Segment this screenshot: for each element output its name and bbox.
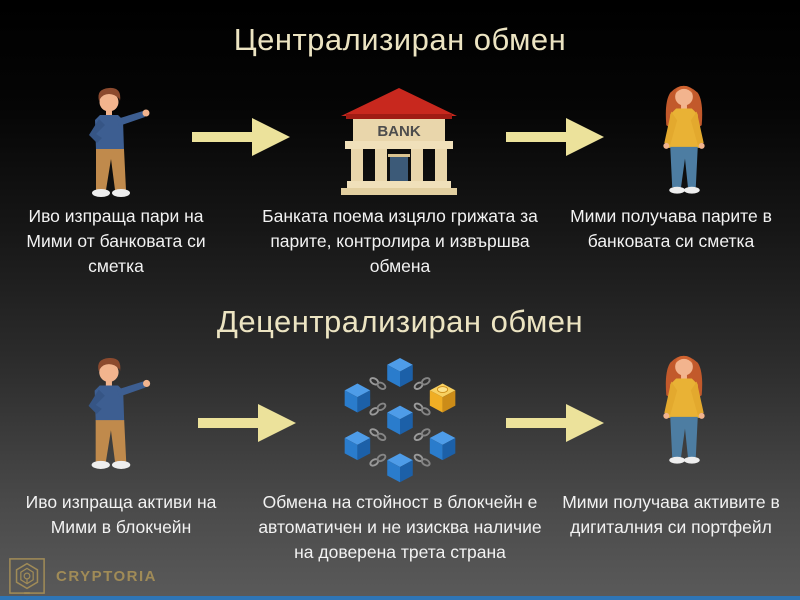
right-arrow-icon [506, 398, 606, 448]
bank-building-icon: BANK [333, 86, 465, 196]
right-arrow-icon [506, 112, 606, 162]
right-arrow-icon [192, 112, 292, 162]
bank-label: BANK [377, 123, 420, 140]
bottom-accent-bar [0, 596, 800, 600]
caption-decentralized-step-1: Иво изпраща активи на Мими в блокчейн [25, 492, 217, 537]
man-ivo-figure [58, 86, 170, 198]
blockchain-cubes-icon [327, 358, 473, 484]
section-title-decentralized: Децентрализиран обмен [216, 304, 584, 339]
caption-decentralized-step-3: Мими получава активите в дигиталния си п… [562, 492, 780, 537]
woman-mimi-figure [634, 350, 734, 468]
brand-name: CRYPTORIA [56, 567, 158, 585]
man-ivo-figure [58, 354, 170, 472]
right-arrow-icon [198, 398, 298, 448]
caption-decentralized-step-2: Обмена на стойност в блокчейн е автомати… [258, 492, 542, 562]
cryptoria-logo-icon [9, 558, 45, 595]
caption-centralized-step-2: Банката поема изцяло грижата за парите, … [262, 206, 538, 276]
section-title-centralized: Централизиран обмен [233, 22, 567, 57]
brand-logo: CRYPTORIA [8, 557, 157, 595]
caption-centralized-step-1: Иво изпраща пари на Мими от банковата си… [26, 206, 206, 276]
caption-centralized-step-3: Мими получава парите в банковата си смет… [570, 206, 772, 251]
woman-mimi-figure [634, 80, 734, 198]
